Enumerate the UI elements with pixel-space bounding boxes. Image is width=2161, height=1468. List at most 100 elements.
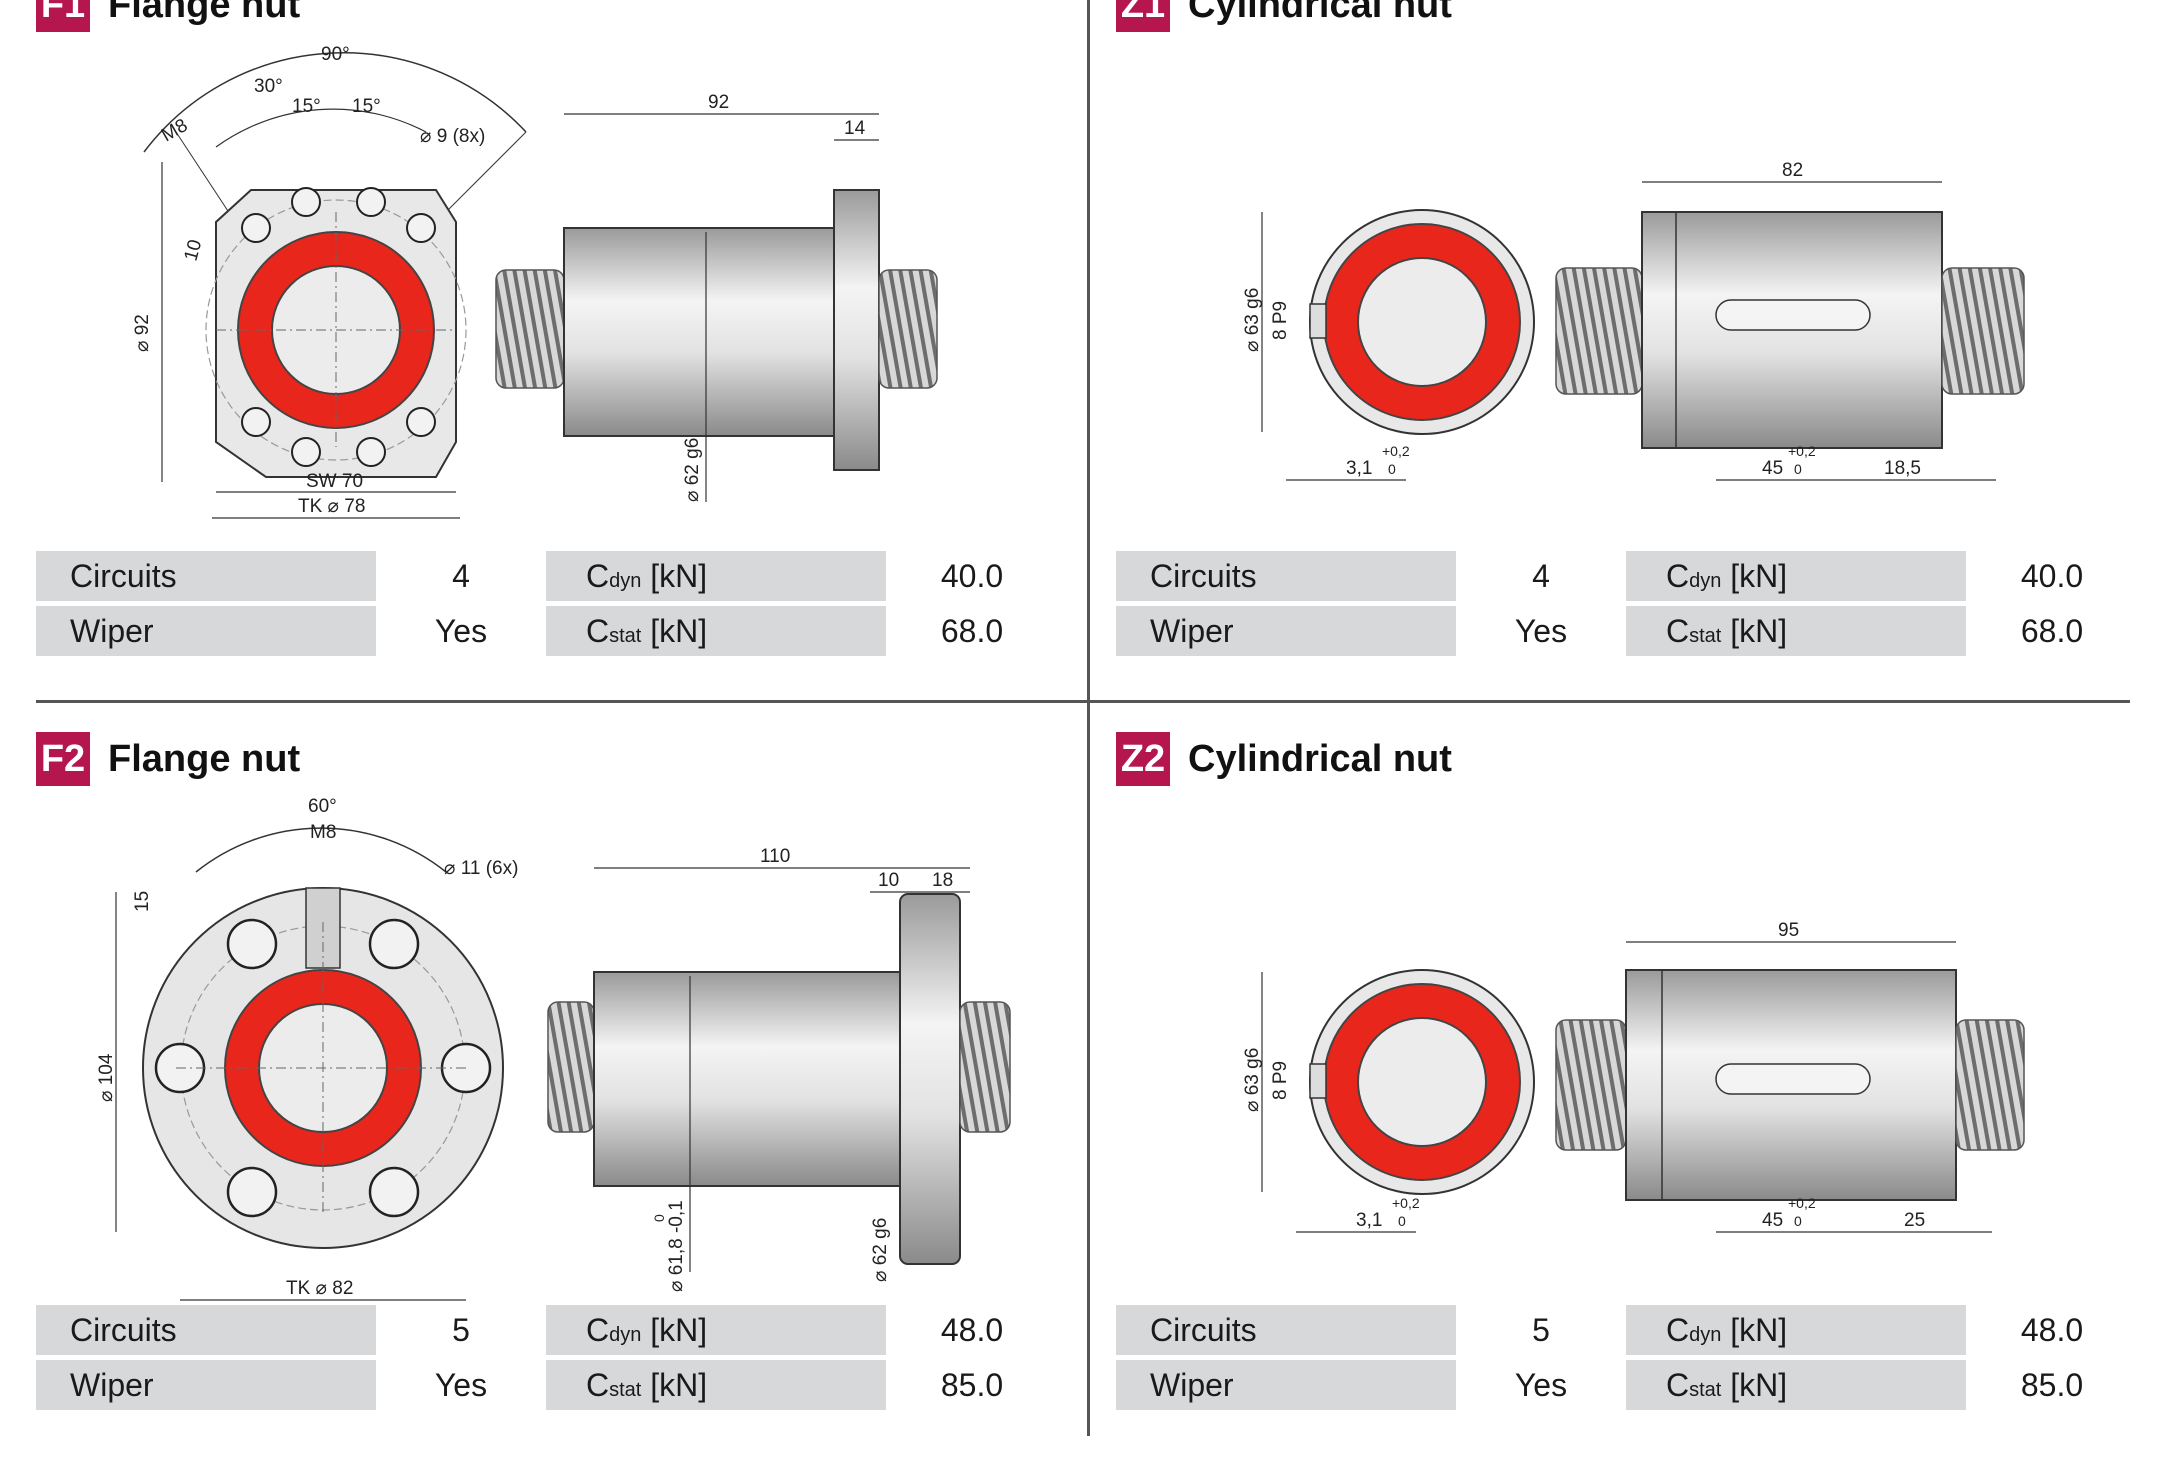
dim-text: 92: [708, 92, 729, 113]
dim-text: ⌀ 62 g6: [682, 438, 703, 502]
dim-text: 15°: [352, 96, 381, 117]
load-unit: [kN]: [1721, 612, 1788, 649]
dim-text: ⌀ 63 g6: [1242, 288, 1263, 352]
dim-text: 14: [844, 118, 866, 139]
load-label: Cstat [kN]: [1626, 1360, 1966, 1410]
spec-table: Circuits 5 Cdyn [kN] 48.0 Wiper Yes Csta…: [1116, 1300, 2138, 1415]
drawing-z1: ⌀ 63 g6 8 P9 3,1 +0,2 0 82 45 +0,2 0 18,…: [1242, 160, 2025, 481]
panel-tag: Z1: [1116, 0, 1170, 32]
load-symbol: C: [586, 612, 610, 649]
dim-text: +0,2: [1788, 443, 1816, 459]
dim-text: 30°: [254, 76, 283, 97]
load-label: Cdyn [kN]: [546, 551, 886, 601]
load-value: 48.0: [886, 1305, 1058, 1355]
spec-label: Circuits: [1116, 1305, 1456, 1355]
spec-value: Yes: [1456, 1360, 1626, 1410]
drawing-f2: 60° M8 ⌀ 11 (6x) 15 ⌀ 104 TK ⌀ 82 110 10…: [96, 796, 1011, 1301]
panel-tag: F1: [36, 0, 90, 32]
dim-text: 15°: [292, 96, 321, 117]
load-value: 68.0: [886, 606, 1058, 656]
load-subscript: dyn: [1689, 1323, 1722, 1346]
load-subscript: stat: [609, 624, 642, 647]
dim-text: ⌀ 63 g6: [1242, 1048, 1263, 1112]
spec-label: Wiper: [36, 1360, 376, 1410]
load-unit: [kN]: [1721, 1366, 1788, 1403]
panel-z2: Z2 Cylindrical nut ⌀ 63 g6 8 P9 3,1 +0,2…: [1116, 732, 2138, 1432]
spec-value: Yes: [376, 606, 546, 656]
dim-text: 8 P9: [1270, 301, 1291, 340]
spec-label: Circuits: [36, 551, 376, 601]
load-symbol: C: [586, 1366, 610, 1403]
load-subscript: dyn: [609, 569, 642, 592]
dim-text: TK ⌀ 78: [298, 496, 365, 517]
load-label: Cdyn [kN]: [546, 1305, 886, 1355]
table-row: Circuits 4 Cdyn [kN] 40.0: [1116, 551, 2138, 601]
panel-f2: F2 Flange nut 60° M8 ⌀ 11 (6x) 15 ⌀ 104 …: [36, 732, 1058, 1432]
dim-text: TK ⌀ 82: [286, 1278, 353, 1299]
load-unit: [kN]: [641, 1311, 708, 1348]
dim-text: +0,2: [1392, 1195, 1420, 1211]
load-symbol: C: [1666, 1311, 1690, 1348]
dim-text: 45: [1762, 458, 1783, 479]
dim-text: ⌀ 92: [132, 314, 153, 352]
dim-text: +0,2: [1788, 1195, 1816, 1211]
dim-text: 0: [1794, 461, 1802, 477]
load-symbol: C: [1666, 612, 1690, 649]
dim-text: +0,2: [1382, 443, 1410, 459]
panel-title: Flange nut: [108, 737, 301, 780]
panel-header: F1 Flange nut: [36, 0, 300, 32]
spec-value: 4: [1456, 551, 1626, 601]
dim-text: 10: [181, 237, 207, 263]
load-unit: [kN]: [641, 557, 708, 594]
dim-text: 110: [760, 846, 790, 867]
load-symbol: C: [1666, 1366, 1690, 1403]
dim-text: 90°: [321, 44, 350, 65]
panel-header: Z2 Cylindrical nut: [1116, 732, 1452, 786]
panel-tag: F2: [36, 732, 90, 786]
spec-value: Yes: [1456, 606, 1626, 656]
dim-text: 3,1: [1346, 458, 1372, 479]
load-label: Cstat [kN]: [1626, 606, 1966, 656]
load-value: 40.0: [886, 551, 1058, 601]
load-label: Cdyn [kN]: [1626, 551, 1966, 601]
spec-value: 5: [1456, 1305, 1626, 1355]
table-row: Circuits 5 Cdyn [kN] 48.0: [36, 1305, 1058, 1355]
load-label: Cdyn [kN]: [1626, 1305, 1966, 1355]
dim-text: 15: [132, 891, 153, 912]
load-symbol: C: [1666, 557, 1690, 594]
dim-text: 0: [651, 1214, 667, 1222]
dim-text: ⌀ 61,8 -0,1: [666, 1200, 687, 1292]
load-subscript: stat: [1689, 1378, 1722, 1401]
dim-text: 0: [1398, 1213, 1406, 1229]
table-row: Circuits 5 Cdyn [kN] 48.0: [1116, 1305, 2138, 1355]
load-subscript: dyn: [1689, 569, 1722, 592]
dim-text: ⌀ 9 (8x): [420, 126, 485, 147]
panel-header: Z1 Cylindrical nut: [1116, 0, 1452, 32]
dim-text: 8 P9: [1270, 1061, 1291, 1100]
load-subscript: stat: [1689, 624, 1722, 647]
spec-value: 5: [376, 1305, 546, 1355]
horizontal-divider: [36, 700, 2130, 703]
load-subscript: stat: [609, 1378, 642, 1401]
load-value: 68.0: [1966, 606, 2138, 656]
drawing-f1: 90° 30° 15° 15° M8 ⌀ 9 (8x) 10 ⌀ 92 SW 7…: [132, 44, 938, 519]
table-row: Wiper Yes Cstat [kN] 68.0: [1116, 606, 2138, 656]
dim-text: 0: [1794, 1213, 1802, 1229]
dim-text: 0: [1388, 461, 1396, 477]
dim-text: 25: [1904, 1210, 1925, 1231]
dim-text: M8: [158, 115, 191, 146]
load-unit: [kN]: [641, 1366, 708, 1403]
load-label: Cstat [kN]: [546, 1360, 886, 1410]
spec-value: Yes: [376, 1360, 546, 1410]
drawing-z2: ⌀ 63 g6 8 P9 3,1 +0,2 0 95 45 +0,2 0 25: [1242, 920, 2025, 1233]
dim-text: ⌀ 11 (6x): [444, 858, 518, 879]
panel-title: Flange nut: [108, 0, 301, 26]
dim-text: 18: [932, 870, 953, 891]
load-unit: [kN]: [1721, 1311, 1788, 1348]
panel-tag: Z2: [1116, 732, 1170, 786]
table-row: Wiper Yes Cstat [kN] 85.0: [36, 1360, 1058, 1410]
vertical-divider: [1087, 0, 1090, 1436]
load-subscript: dyn: [609, 1323, 642, 1346]
panel-title: Cylindrical nut: [1188, 0, 1452, 26]
spec-label: Wiper: [36, 606, 376, 656]
